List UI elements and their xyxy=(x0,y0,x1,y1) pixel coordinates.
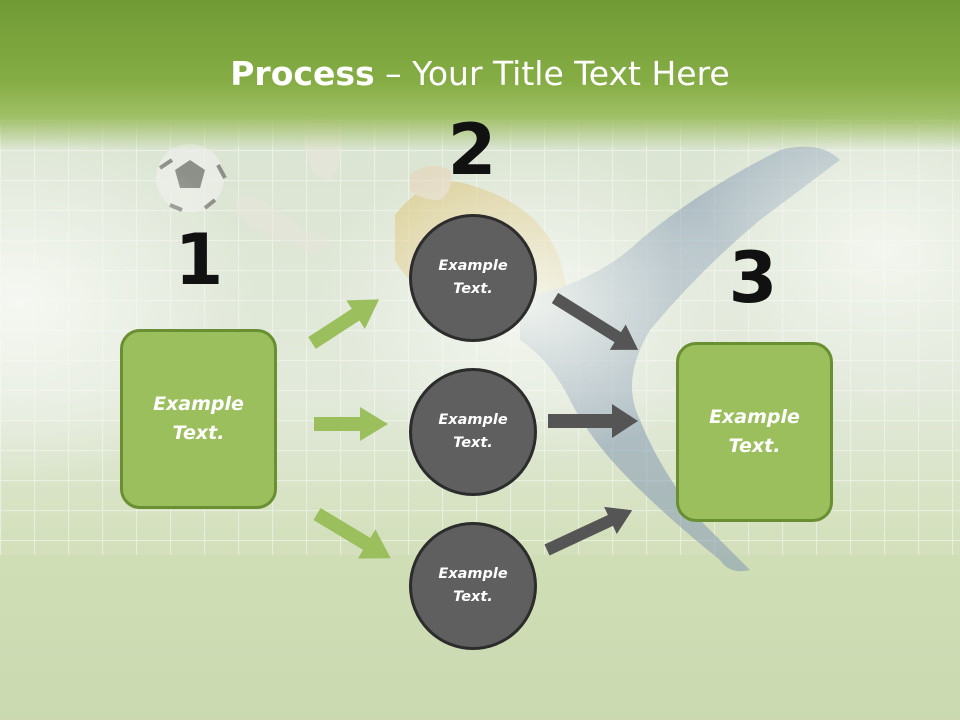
title-rest: – Your Title Text Here xyxy=(374,54,730,93)
arrow-down-right-gray xyxy=(551,292,639,350)
step-2-circle-middle: Example Text. xyxy=(409,368,537,496)
arrow-right-gray xyxy=(548,404,638,438)
title-bold: Process xyxy=(230,54,375,93)
step-2-number: 2 xyxy=(447,109,497,191)
arrow-down-right-green xyxy=(313,507,391,559)
slide-title: Process – Your Title Text Here xyxy=(0,52,960,96)
step-1-box: Example Text. xyxy=(120,329,277,509)
step-1-number: 1 xyxy=(174,219,224,301)
step-3-number: 3 xyxy=(728,237,778,319)
title-band xyxy=(0,0,960,150)
arrow-up-right-gray xyxy=(544,506,633,556)
step-3-box: Example Text. xyxy=(676,342,833,522)
arrow-up-right-green xyxy=(308,299,380,349)
arrow-right-green xyxy=(314,407,388,441)
step-2-circle-top: Example Text. xyxy=(409,214,537,342)
step-2-circle-bottom: Example Text. xyxy=(409,522,537,650)
